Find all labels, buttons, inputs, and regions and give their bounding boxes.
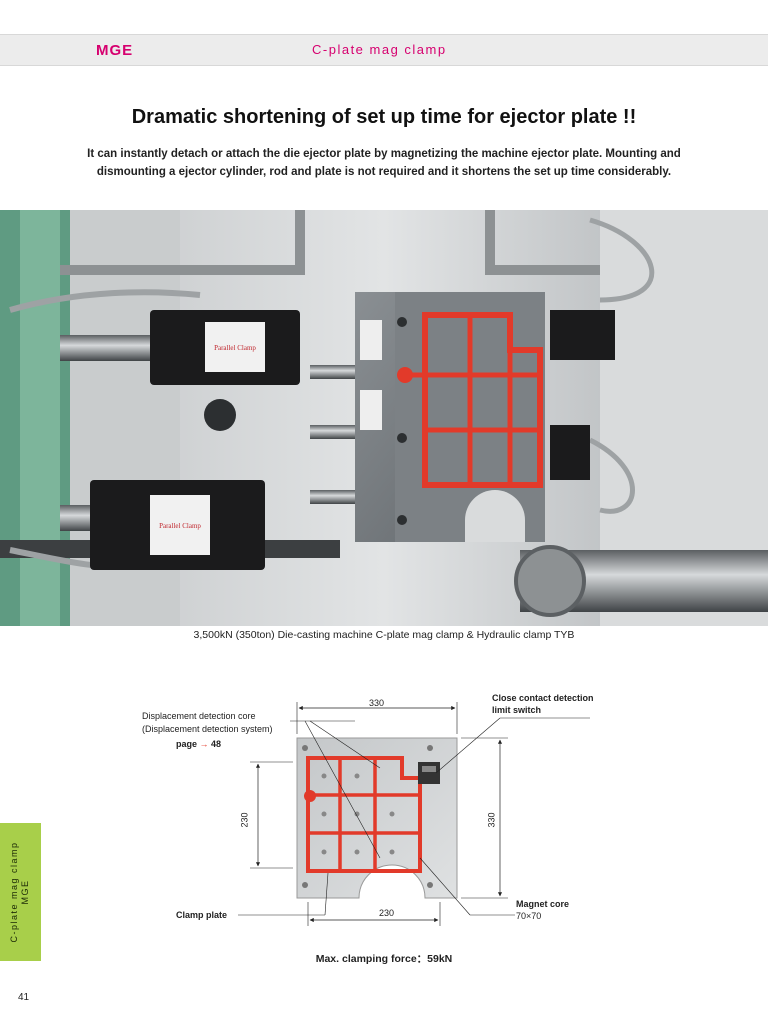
page-headline: Dramatic shortening of set up time for e…	[131, 106, 637, 128]
intro-line-1: It can instantly detach or attach the di…	[87, 148, 681, 160]
label-displacement-core: Displacement detection core	[142, 711, 256, 721]
page-number: 41	[18, 992, 30, 1003]
max-clamping-force: Max. clamping force：59kN	[315, 953, 453, 965]
page-ref-arrow-icon: →	[199, 739, 209, 749]
side-tab-line-1: C-plate mag clamp	[9, 841, 19, 943]
header-bar: MGE C-plate mag clamp	[0, 34, 768, 66]
label-displacement-system: (Displacement detection system)	[142, 724, 273, 734]
page-ref-number: 48	[211, 739, 222, 749]
intro-text: It can instantly detach or attach the di…	[70, 145, 698, 181]
photo-caption: 3,500kN (350ton) Die-casting machine C-p…	[193, 629, 575, 641]
dim-bottom: 230	[379, 908, 395, 918]
dim-left: 230	[239, 812, 250, 828]
product-code: MGE	[96, 42, 134, 59]
intro-line-2: dismounting a ejector cylinder, rod and …	[96, 166, 672, 178]
label-magnet-core-size: 70×70	[516, 911, 542, 921]
label-close-contact-1: Close contact detection	[492, 693, 594, 703]
page-reference: page → 48	[176, 739, 221, 749]
label-magnet-core: Magnet core	[516, 899, 570, 909]
page-ref-word: page	[176, 739, 198, 749]
dim-right: 330	[486, 812, 497, 828]
machine-photo: Parallel Clamp Parallel Clamp	[0, 210, 768, 626]
label-close-contact-2: limit switch	[492, 705, 542, 715]
clamp-label-lower: Parallel Clamp	[159, 522, 201, 530]
dim-top: 330	[369, 698, 385, 708]
technical-drawing	[238, 702, 590, 926]
label-clamp-plate: Clamp plate	[176, 910, 228, 920]
clamp-label-upper: Parallel Clamp	[214, 344, 256, 352]
side-tab	[0, 823, 41, 961]
side-tab-line-2: MGE	[20, 879, 30, 905]
product-title: C-plate mag clamp	[312, 42, 447, 57]
side-tab-text: C-plate mag clamp MGE	[9, 841, 31, 942]
